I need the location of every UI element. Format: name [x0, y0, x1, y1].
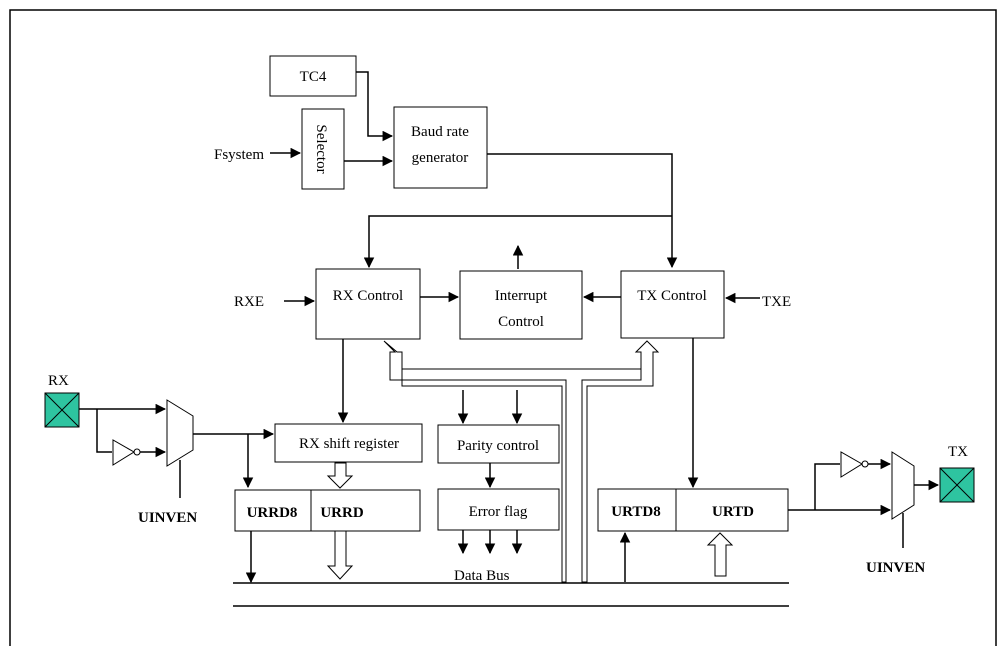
baud-label-line1: Baud rate: [411, 124, 469, 140]
uinven-tx-label: UINVEN: [866, 560, 925, 576]
uinven-rx-label: UINVEN: [138, 510, 197, 526]
baud-rate-generator-block: Baud rate generator: [393, 106, 488, 189]
selector-label: Selector: [313, 124, 329, 173]
rx-shift-label: RX shift register: [299, 436, 399, 452]
urtd-label: URTD: [712, 504, 754, 520]
urrd-label: URRD: [320, 505, 363, 521]
tx-invert-branch-wire: [814, 463, 840, 510]
bus-to-urtd-arrow: [706, 532, 734, 577]
urtd-register: URTD8 URTD: [597, 488, 789, 532]
parity-control-block: Parity control: [437, 424, 560, 464]
tx-pin-label: TX: [948, 444, 968, 460]
data-bus-label: Data Bus: [454, 568, 510, 584]
diagram-frame: [9, 9, 997, 646]
urrd-register: URRD8 URRD: [234, 489, 421, 532]
rx-control-label: RX Control: [333, 288, 403, 304]
tc4-to-baud-wire: [356, 71, 394, 142]
error-flag-label: Error flag: [469, 504, 528, 520]
urrd-to-bus-arrow: [326, 530, 354, 580]
rx-shift-register-block: RX shift register: [274, 423, 423, 463]
tc4-label: TC4: [300, 69, 327, 85]
interrupt-label-line1: Interrupt: [495, 288, 548, 304]
txe-label: TXE: [762, 294, 791, 310]
tc4-block: TC4: [269, 55, 357, 97]
rx-mux: [166, 399, 194, 467]
selector-block: Selector: [301, 108, 345, 190]
tx-mux: [891, 451, 915, 520]
error-flag-block: Error flag: [437, 488, 560, 531]
rx-invert-branch-wire: [96, 409, 112, 453]
rxe-label: RXE: [234, 294, 264, 310]
interrupt-label-line2: Control: [498, 314, 544, 330]
urtd8-label: URTD8: [611, 504, 660, 520]
tx-control-bus-arrow: [581, 340, 660, 583]
interrupt-control-block: Interrupt Control: [459, 270, 583, 340]
baud-out-wire: [487, 153, 678, 269]
shift-to-urrd-arrow: [326, 462, 354, 489]
baud-to-rx-wire: [363, 215, 672, 269]
tx-pin: [939, 467, 975, 503]
baud-label-line2: generator: [412, 150, 469, 166]
parity-label: Parity control: [457, 438, 539, 454]
tx-control-block: TX Control: [620, 270, 725, 339]
rx-control-block: RX Control: [315, 268, 421, 340]
rx-pin: [44, 392, 80, 428]
fsystem-label: Fsystem: [214, 147, 264, 163]
rx-control-bus-arrow: [383, 340, 567, 583]
rx-inverter: [112, 439, 141, 466]
tx-inverter: [840, 451, 869, 478]
tx-control-label: TX Control: [637, 288, 707, 304]
urrd8-label: URRD8: [247, 505, 298, 521]
rx-pin-label: RX: [48, 373, 69, 389]
